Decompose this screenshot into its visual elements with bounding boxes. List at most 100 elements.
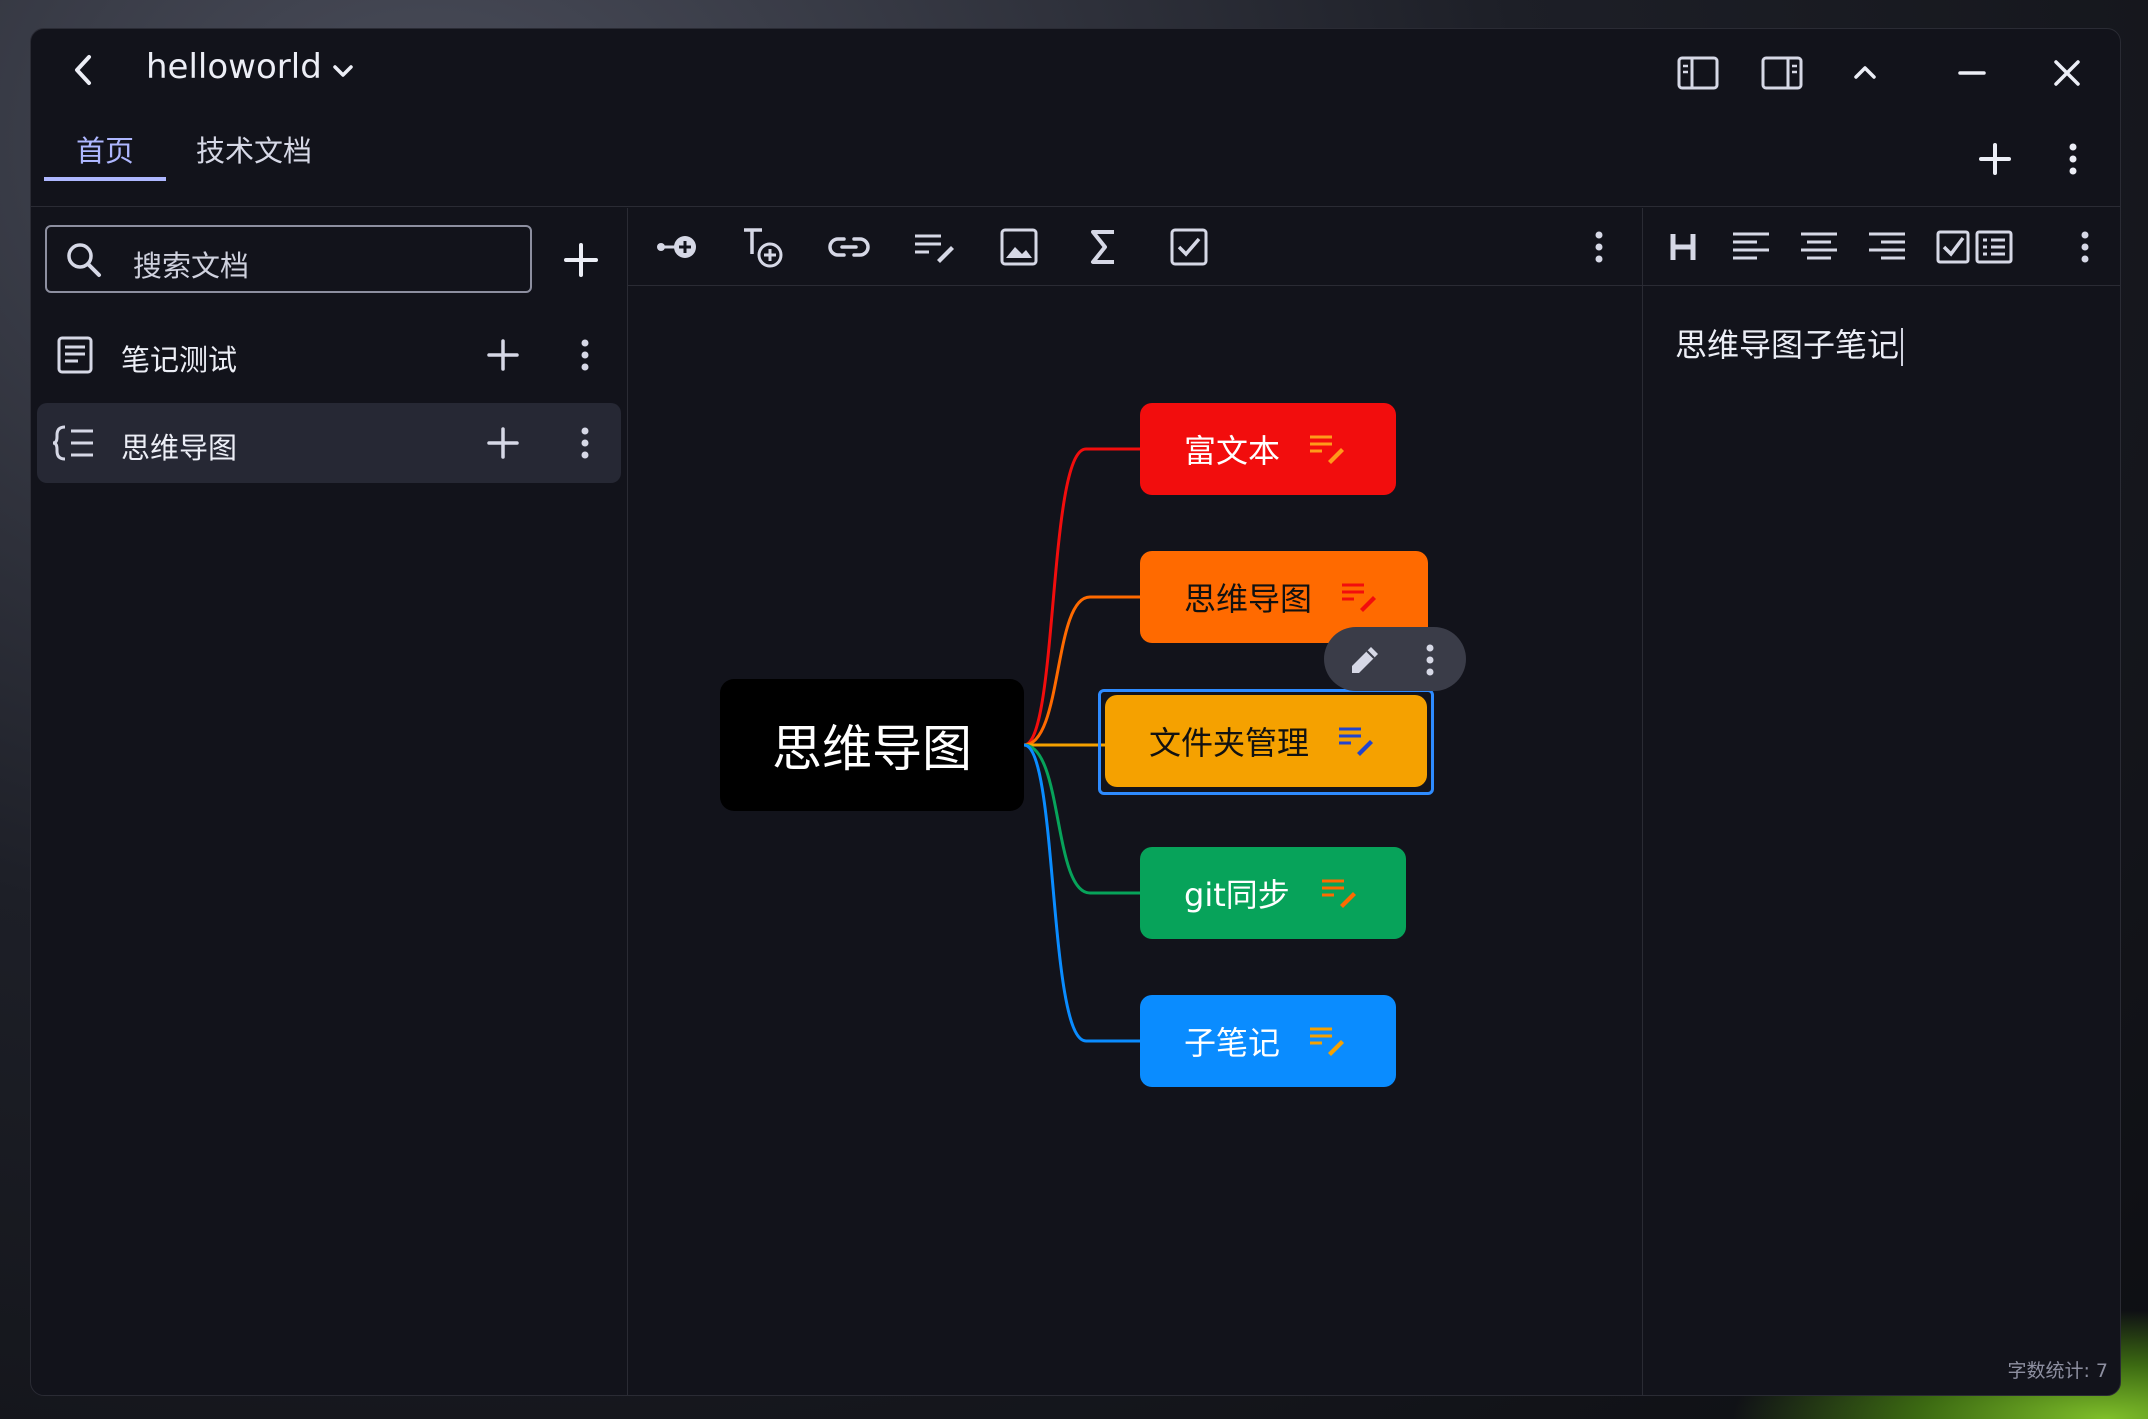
minimize-button[interactable] [1948, 49, 1996, 97]
new-document-button[interactable] [557, 236, 605, 284]
mindmap-toolbar [628, 208, 1642, 286]
outline-list-button[interactable] [1973, 224, 2017, 270]
close-button[interactable] [2043, 49, 2091, 97]
add-child-node-icon [744, 228, 783, 268]
item-menu-button[interactable] [563, 333, 607, 377]
editor-content[interactable]: 思维导图子笔记 [1675, 320, 1904, 366]
item-menu-button[interactable] [563, 421, 607, 465]
align-center-icon [1801, 232, 1837, 260]
collapse-button[interactable] [1841, 49, 1889, 97]
plus-icon [1979, 143, 2011, 175]
more-vertical-icon [1426, 644, 1434, 676]
edit-note-icon[interactable] [1320, 875, 1360, 911]
editor-more-button[interactable] [2063, 224, 2107, 270]
add-child-button[interactable] [481, 421, 525, 465]
add-child-node-button[interactable] [740, 224, 786, 270]
node-label: 文件夹管理 [1149, 724, 1310, 762]
more-vertical-icon [1595, 231, 1603, 263]
plus-icon [564, 243, 598, 277]
more-vertical-icon [2069, 143, 2077, 175]
sidebar: 搜索文档 笔记测试 思维导图 [31, 208, 628, 1395]
connector-git [1023, 743, 1142, 895]
insert-formula-button[interactable] [1081, 224, 1127, 270]
text-cursor [1901, 328, 1904, 366]
mindmap-connectors [1023, 447, 1142, 1043]
notebook-title[interactable]: helloworld [146, 47, 322, 87]
sidebar-item-mindmap[interactable]: 思维导图 [37, 403, 621, 483]
insert-task-button[interactable] [1166, 224, 1212, 270]
editor-toolbar [1643, 208, 2120, 286]
node-label: 富文本 [1184, 432, 1281, 470]
connector-mindmap [1023, 595, 1142, 747]
plus-icon [487, 339, 519, 371]
connector-rich-text [1023, 447, 1142, 747]
connector-subnote [1023, 743, 1142, 1043]
mindmap-canvas[interactable]: 思维导图 富文本 思维导图 文件夹管理 [628, 287, 1642, 1395]
edit-note-button[interactable] [911, 224, 957, 270]
edit-note-icon[interactable] [1308, 431, 1348, 467]
align-right-icon [1869, 232, 1905, 260]
insert-image-button[interactable] [996, 224, 1042, 270]
tab-home[interactable]: 首页 [44, 129, 167, 181]
notebook-switch-button[interactable] [323, 51, 363, 91]
more-vertical-icon [581, 339, 589, 371]
edit-node-button[interactable] [1344, 639, 1386, 681]
chevron-down-icon [333, 65, 353, 77]
tab-tech-docs[interactable]: 技术文档 [196, 134, 313, 168]
node-more-button[interactable] [1410, 639, 1450, 681]
align-right-button[interactable] [1865, 224, 1909, 270]
sidebar-item-note-test[interactable]: 笔记测试 [37, 315, 621, 395]
edit-note-icon[interactable] [1308, 1023, 1348, 1059]
image-icon [1000, 228, 1038, 266]
heading-button[interactable] [1661, 224, 1705, 270]
mindmap-node-git-sync[interactable]: git同步 [1140, 847, 1406, 939]
tab-menu-button[interactable] [2051, 137, 2095, 181]
node-label: git同步 [1184, 876, 1290, 914]
node-floating-menu [1324, 627, 1466, 691]
tab-bar: 首页 技术文档 [31, 111, 2120, 207]
edit-note-icon [915, 234, 954, 263]
add-tab-button[interactable] [1973, 137, 2017, 181]
note-editor-panel: 思维导图子笔记 字数统计: 7 [1643, 208, 2120, 1395]
add-sibling-node-button[interactable] [655, 224, 701, 270]
insert-link-button[interactable] [826, 224, 872, 270]
link-icon [828, 237, 870, 257]
heading-icon [1670, 234, 1696, 260]
right-panel-icon [1761, 56, 1803, 90]
checkbox-icon [1170, 228, 1208, 266]
sigma-icon [1091, 230, 1114, 264]
checklist-icon [1936, 230, 1970, 264]
more-vertical-icon [581, 427, 589, 459]
toggle-right-panel-button[interactable] [1758, 49, 1806, 97]
more-vertical-icon [2081, 231, 2089, 263]
search-placeholder: 搜索文档 [133, 249, 250, 283]
align-left-icon [1733, 232, 1769, 260]
left-panel-icon [1677, 56, 1719, 90]
mindmap-root-node[interactable]: 思维导图 [720, 679, 1024, 811]
task-list-button[interactable] [1933, 224, 1977, 270]
search-icon [63, 239, 105, 281]
toggle-left-panel-button[interactable] [1674, 49, 1722, 97]
align-left-button[interactable] [1729, 224, 1773, 270]
app-window: helloworld 首页 技术文档 [30, 28, 2121, 1396]
back-button[interactable] [59, 45, 109, 95]
minimize-icon [1958, 71, 1986, 75]
back-arrow-icon [75, 55, 91, 85]
mindmap-node-subnote[interactable]: 子笔记 [1140, 995, 1396, 1087]
edit-note-icon[interactable] [1337, 723, 1377, 759]
add-node-icon [657, 236, 696, 258]
mindmap-more-button[interactable] [1576, 224, 1622, 270]
mindmap-node-rich-text[interactable]: 富文本 [1140, 403, 1396, 495]
chevron-up-icon [1854, 66, 1876, 79]
align-center-button[interactable] [1797, 224, 1841, 270]
edit-note-icon[interactable] [1340, 579, 1380, 615]
node-label: 思维导图 [1184, 580, 1313, 618]
search-input[interactable]: 搜索文档 [45, 225, 532, 293]
node-label: 子笔记 [1184, 1024, 1281, 1062]
mindmap-node-folder-management[interactable]: 文件夹管理 [1105, 695, 1427, 787]
add-child-button[interactable] [481, 333, 525, 377]
list-view-icon [1975, 230, 2013, 264]
node-selection-frame [1098, 689, 1434, 795]
plus-icon [487, 427, 519, 459]
word-count: 字数统计: 7 [2007, 1360, 2108, 1382]
